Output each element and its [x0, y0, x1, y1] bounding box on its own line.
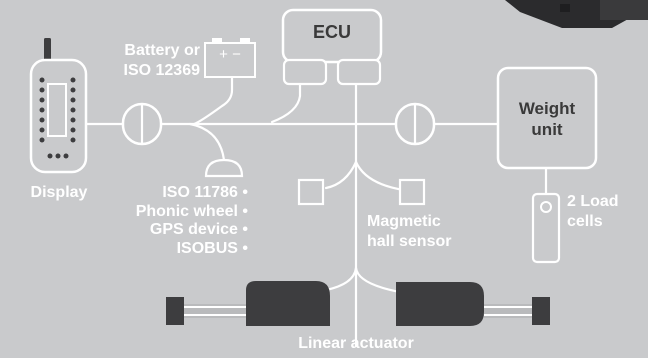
input-gps-device: GPS device • [149, 221, 248, 238]
load-cells-label: 2 Load cells [567, 192, 619, 232]
weight-unit-box [496, 66, 598, 170]
hall-sensor-right [398, 178, 426, 206]
battery-label: Battery or ISO 12369 [92, 41, 201, 81]
display-device [29, 38, 88, 174]
battery-label-line-1: Battery or [124, 42, 200, 59]
load-cell [531, 192, 561, 264]
input-phonic-wheel: Phonic wheel • [135, 202, 248, 220]
connector-left [121, 102, 163, 146]
input-isobus: ISOBUS • [176, 239, 248, 257]
load-cells-line-2: cells [567, 213, 603, 230]
hall-sensor-line-2: hall sensor [367, 233, 452, 250]
linear-actuator-left [166, 281, 330, 326]
linear-actuator-right [396, 282, 550, 326]
hall-sensor-line-1: Magmetic [367, 213, 441, 230]
input-iso11786: ISO 11786 • [162, 184, 248, 201]
weight-unit-line-1: Weight [518, 99, 576, 118]
input-connector-dome [204, 158, 244, 178]
connector-right [394, 102, 436, 146]
corner-photo-fragment [505, 0, 648, 28]
hall-sensor-left [297, 178, 325, 206]
inputs-list: ISO 11786 • Phonic wheel • GPS device • … [88, 184, 248, 258]
load-cells-line-1: 2 Load [567, 193, 619, 210]
linear-actuator-label: Linear actuator [298, 335, 414, 352]
display-label: Display [30, 184, 88, 201]
hall-sensor-label: Magmetic hall sensor [367, 212, 451, 252]
battery-label-line-2: ISO 12369 [123, 62, 201, 79]
weight-unit-label: Weight unit [498, 98, 596, 140]
battery [204, 38, 256, 78]
weight-unit-line-2: unit [531, 120, 563, 139]
ecu-unit [281, 8, 383, 86]
battery-symbol: + − [219, 46, 241, 63]
ecu-label: ECU [312, 22, 351, 42]
